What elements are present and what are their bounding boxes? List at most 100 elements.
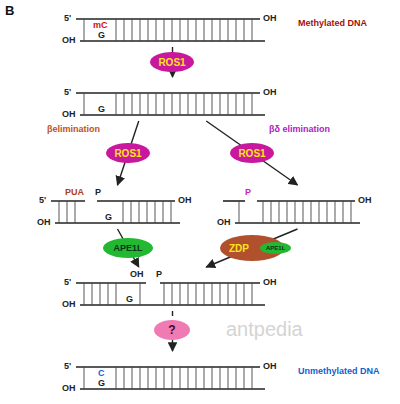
base-pair: [252, 19, 253, 41]
base-pair: [196, 93, 197, 115]
base-pair: [196, 283, 197, 305]
base-pair: [188, 93, 189, 115]
base-pair: [228, 283, 229, 305]
base-pair: [75, 201, 76, 223]
base-pair: [311, 201, 312, 223]
base-pair: [164, 19, 165, 41]
base-pair: [212, 283, 213, 305]
enzyme-name: ZDP: [229, 243, 249, 254]
strand-label: OH: [178, 195, 192, 206]
base-pair: [123, 201, 124, 223]
strand-label: 5': [39, 195, 46, 206]
watermark: antpedia: [226, 318, 303, 341]
base-pair: [287, 201, 288, 223]
strand-label: P: [95, 187, 101, 198]
base-pair: [171, 201, 172, 223]
base-pair: [212, 93, 213, 115]
dna-strands: [60, 352, 285, 394]
top-strand: [76, 282, 146, 284]
base-pair: [196, 367, 197, 389]
enzyme-ellipse: APE1L: [103, 238, 153, 258]
base-pair: [155, 201, 156, 223]
enzyme-name: APE1L: [266, 245, 285, 251]
bottom-strand: [55, 222, 180, 224]
base-pair: [140, 19, 141, 41]
strand-label: PUA: [65, 187, 84, 198]
base-pair: [239, 201, 240, 223]
base-pair: [343, 201, 344, 223]
enzyme-ellipse: ?: [154, 320, 190, 340]
base-pair: [335, 201, 336, 223]
base-pair: [327, 201, 328, 223]
base-pair: [204, 93, 205, 115]
dna-strands: [215, 186, 380, 228]
base-pair: [156, 19, 157, 41]
strand-label: OH: [62, 299, 76, 310]
dna-duplex: POHOH: [215, 186, 380, 228]
top-strand: [257, 200, 355, 202]
base-pair: [244, 283, 245, 305]
base-pair: [164, 283, 165, 305]
base-pair: [156, 367, 157, 389]
enzyme-name: ROS1: [238, 148, 265, 159]
base-pair: [188, 283, 189, 305]
state-label: Unmethylated DNA: [298, 366, 380, 376]
enzyme-name: APE1L: [113, 243, 142, 253]
top-strand: [76, 366, 260, 368]
base-pair: [204, 19, 205, 41]
base-pair: [163, 201, 164, 223]
base-pair: [228, 93, 229, 115]
strand-label: G: [98, 378, 105, 389]
base-pair: [180, 367, 181, 389]
dna-duplex: 5'OHPOHOHG: [60, 268, 285, 310]
base-pair: [244, 367, 245, 389]
top-strand: [51, 200, 85, 202]
base-pair: [172, 19, 173, 41]
strand-label: P: [156, 269, 162, 280]
base-pair: [140, 283, 141, 305]
base-pair: [84, 93, 85, 115]
base-pair: [164, 93, 165, 115]
dna-strands: [60, 78, 285, 120]
base-pair: [124, 367, 125, 389]
strand-label: mC: [93, 20, 108, 31]
strand-label: P: [245, 187, 251, 198]
strand-label: OH: [263, 277, 277, 288]
base-pair: [156, 93, 157, 115]
strand-label: OH: [62, 109, 76, 120]
base-pair: [188, 367, 189, 389]
strand-label: 5': [64, 277, 71, 288]
strand-label: OH: [263, 13, 277, 24]
base-pair: [180, 93, 181, 115]
base-pair: [84, 367, 85, 389]
base-pair: [271, 201, 272, 223]
enzyme-name: ROS1: [158, 57, 185, 68]
base-pair: [116, 283, 117, 305]
base-pair: [100, 283, 101, 305]
base-pair: [84, 19, 85, 41]
base-pair: [228, 367, 229, 389]
base-pair: [140, 367, 141, 389]
base-pair: [116, 93, 117, 115]
base-pair: [319, 201, 320, 223]
dna-strands: [35, 186, 200, 228]
base-pair: [59, 201, 60, 223]
reaction-label: βelimination: [46, 124, 101, 134]
base-pair: [124, 93, 125, 115]
strand-label: 5': [64, 13, 71, 24]
strand-label: C: [98, 368, 105, 379]
base-pair: [148, 93, 149, 115]
base-pair: [108, 283, 109, 305]
base-pair: [147, 201, 148, 223]
strand-label: G: [105, 212, 112, 223]
base-pair: [172, 367, 173, 389]
base-pair: [236, 283, 237, 305]
base-pair: [252, 367, 253, 389]
enzyme-name: ?: [168, 323, 175, 337]
base-pair: [92, 283, 93, 305]
enzyme-ellipse: ROS1: [150, 52, 194, 72]
base-pair: [172, 93, 173, 115]
enzyme-ellipse: APE1L: [260, 242, 291, 254]
